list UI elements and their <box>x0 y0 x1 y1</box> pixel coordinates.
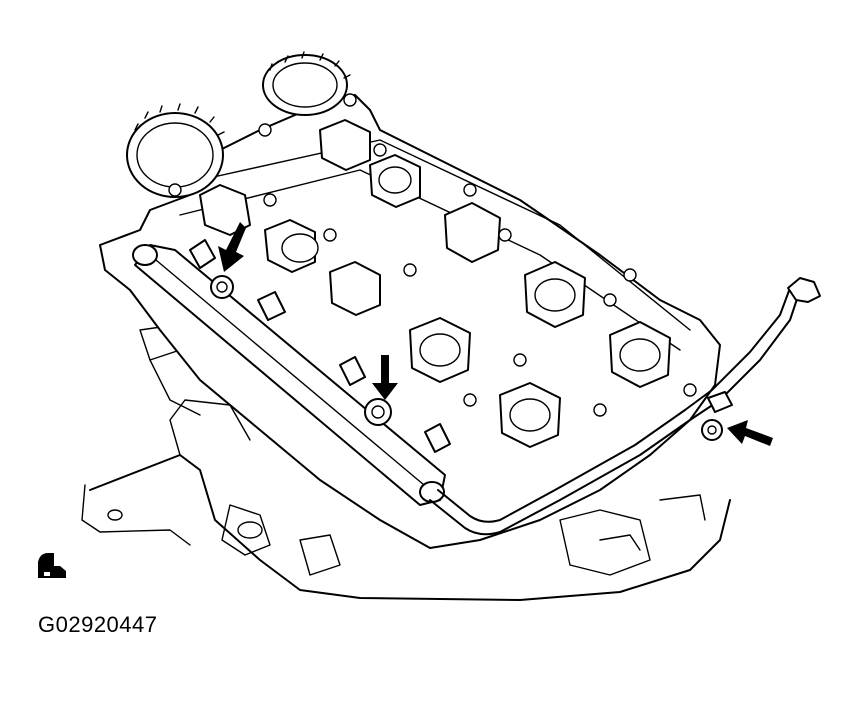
cam-bearing-bolts <box>168 93 697 417</box>
fuel-injectors <box>189 239 451 453</box>
engine-component-icon <box>38 553 66 578</box>
indicator-arrows <box>218 222 773 446</box>
fuel-line <box>429 277 821 536</box>
camshaft-intake <box>199 184 561 448</box>
arrow-right-bolt <box>727 420 773 446</box>
arrow-upper-bolt <box>218 222 246 272</box>
timing-sprockets <box>126 51 351 198</box>
camshaft-exhaust <box>319 119 671 388</box>
fuel-delivery-pipe <box>132 244 446 506</box>
delivery-pipe-bolts <box>210 275 723 441</box>
arrow-middle-bolt <box>372 355 398 400</box>
figure-id: G02920447 <box>38 612 158 637</box>
